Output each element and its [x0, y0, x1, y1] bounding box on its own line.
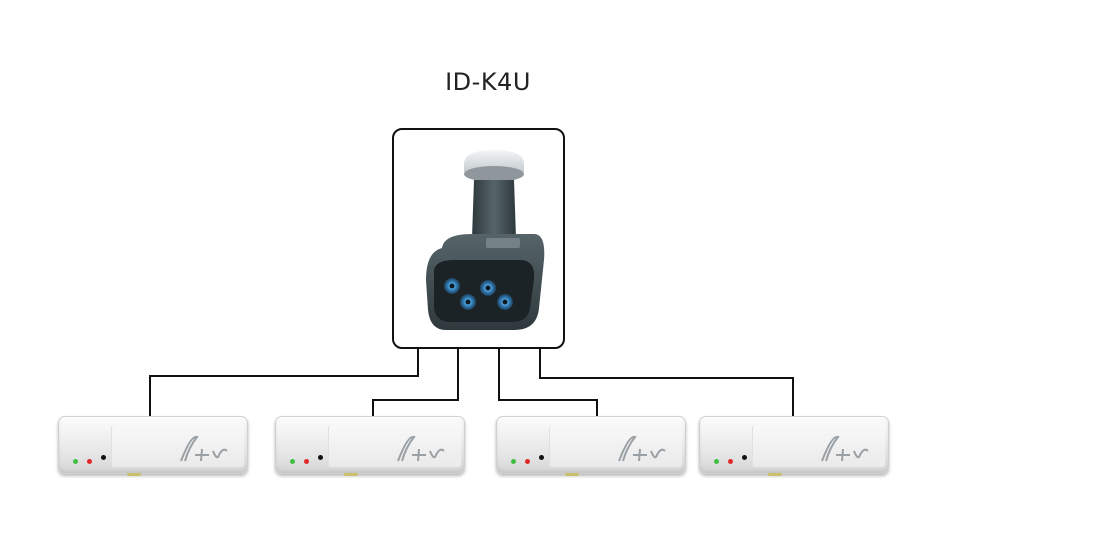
lnb-device-box [392, 128, 565, 349]
receiver-3 [496, 416, 686, 476]
receiver-foot [344, 473, 358, 476]
status-led-red [87, 459, 92, 464]
brand-logo-icon [821, 435, 869, 462]
receiver-front-panel [549, 425, 682, 467]
brand-logo-icon [397, 435, 445, 462]
cable-1 [149, 349, 419, 416]
cable-2 [372, 349, 459, 416]
receiver-front-panel [752, 425, 885, 467]
receiver-foot [565, 473, 579, 476]
ir-sensor [318, 455, 323, 460]
status-led-red [728, 459, 733, 464]
ir-sensor [742, 455, 747, 460]
power-led-green [511, 459, 516, 464]
receiver-foot [768, 473, 782, 476]
ir-sensor [101, 455, 106, 460]
receiver-front-panel [111, 425, 244, 467]
cable-3 [498, 349, 598, 416]
lnb-icon [426, 150, 545, 330]
power-led-green [73, 459, 78, 464]
power-led-green [714, 459, 719, 464]
receiver-4 [699, 416, 889, 476]
device-title: ID-K4U [445, 68, 531, 96]
status-led-red [525, 459, 530, 464]
receiver-2 [275, 416, 465, 476]
power-led-green [290, 459, 295, 464]
brand-logo-icon [618, 435, 666, 462]
cable-4 [539, 349, 794, 416]
status-led-red [304, 459, 309, 464]
receiver-foot [127, 473, 141, 476]
receiver-1 [58, 416, 248, 476]
receiver-front-panel [328, 425, 461, 467]
ir-sensor [539, 455, 544, 460]
brand-logo-icon [180, 435, 228, 462]
